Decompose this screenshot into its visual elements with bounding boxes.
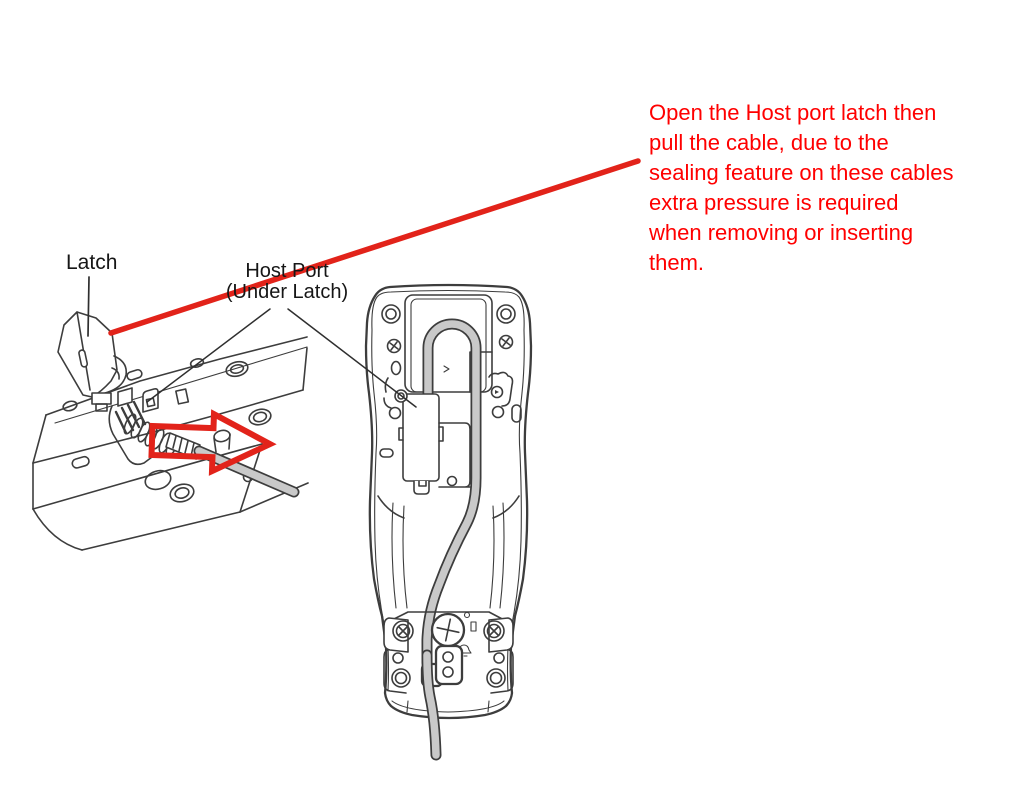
host-port-label-line2: (Under Latch) (225, 281, 349, 303)
annotation-line: extra pressure is required (649, 190, 899, 215)
red-callout-line (108, 158, 641, 336)
base-plate-top-edge (389, 611, 507, 622)
cable-boot-ribs (172, 435, 195, 457)
handle-contours (391, 502, 505, 609)
base-bracket-left (383, 617, 409, 653)
annotation-line: Open the Host port latch then (649, 100, 937, 125)
latch-lip-outer (104, 355, 128, 394)
red-annotation-text: Open the Host port latch then pull the c… (649, 98, 989, 278)
lower-holes-left (383, 649, 411, 694)
clamp-hole-1 (442, 651, 454, 663)
cable-route (423, 320, 480, 666)
right-bracket-screw (490, 385, 504, 399)
annotation-line: when removing or inserting (649, 220, 914, 245)
latch-catch-plate (117, 387, 133, 407)
latch-hinge (91, 392, 112, 405)
right-bracket (488, 371, 514, 407)
latch-label: Latch (66, 251, 118, 274)
right-bracket-mark (495, 390, 499, 394)
latch-leader-line (87, 276, 90, 337)
cover-clips (398, 426, 444, 442)
red-direction-arrow (148, 409, 277, 476)
phillips-screw-right (498, 334, 514, 350)
top-panel-inner (410, 298, 487, 393)
annotation-line: them. (649, 250, 705, 275)
latch-hinge-base (95, 403, 108, 412)
handle-transition (377, 495, 520, 519)
lower-holes-right (486, 649, 514, 694)
latch-flap-slot (78, 349, 89, 368)
host-port-label: Host Port (Under Latch) (217, 261, 357, 303)
left-side-slot (379, 448, 394, 458)
right-bracket-hole (491, 405, 505, 419)
right-side-slot (511, 404, 522, 423)
top-screw-right (496, 304, 516, 324)
panel-marker (443, 365, 450, 373)
port-side-tab (175, 388, 190, 405)
latch-lip-inner (111, 367, 120, 380)
small-hole (446, 475, 458, 487)
base-screw-left (392, 620, 414, 642)
panel-notch (469, 351, 493, 393)
annotation-line: sealing feature on these cables (649, 160, 954, 185)
host-port-label-line1: Host Port (245, 260, 329, 282)
left-bracket-hole (388, 406, 402, 420)
device-right-corner (302, 347, 308, 391)
cover-tab-notch (418, 480, 427, 487)
spring-pocket-outline (108, 405, 153, 466)
left-diagram-latch-open-view (32, 311, 309, 551)
top-screw-left (381, 304, 401, 324)
host-port-cover (402, 393, 440, 482)
device-front-mid-edge (32, 443, 263, 510)
host-port-screw-inner (397, 392, 405, 400)
device-bottom-edge (81, 511, 241, 551)
center-screw (430, 612, 466, 648)
oval-hole (390, 360, 402, 376)
body-inner-base (391, 700, 505, 713)
base-ticks (406, 700, 490, 713)
phillips-screw-left (386, 338, 402, 354)
cover-side-panel (438, 422, 471, 488)
cable-exit (423, 651, 440, 759)
base-screw-right (483, 620, 505, 642)
host-port-leader-left (146, 308, 271, 403)
host-port-leader-right (287, 308, 417, 408)
annotation-line: pull the cable, due to the (649, 130, 889, 155)
body-outer-outline (364, 283, 533, 720)
right-diagram-back-view (364, 283, 533, 761)
host-port-tab (142, 388, 159, 413)
tag-mark (470, 621, 477, 632)
device-bottom-left-curve (32, 508, 83, 551)
base-bracket-right (488, 617, 514, 653)
body-inner-top (371, 289, 525, 331)
pin-hole (463, 611, 471, 619)
top-surface-details (62, 358, 272, 503)
clamp-hole-2 (442, 666, 454, 678)
device-left-corner (32, 414, 47, 464)
